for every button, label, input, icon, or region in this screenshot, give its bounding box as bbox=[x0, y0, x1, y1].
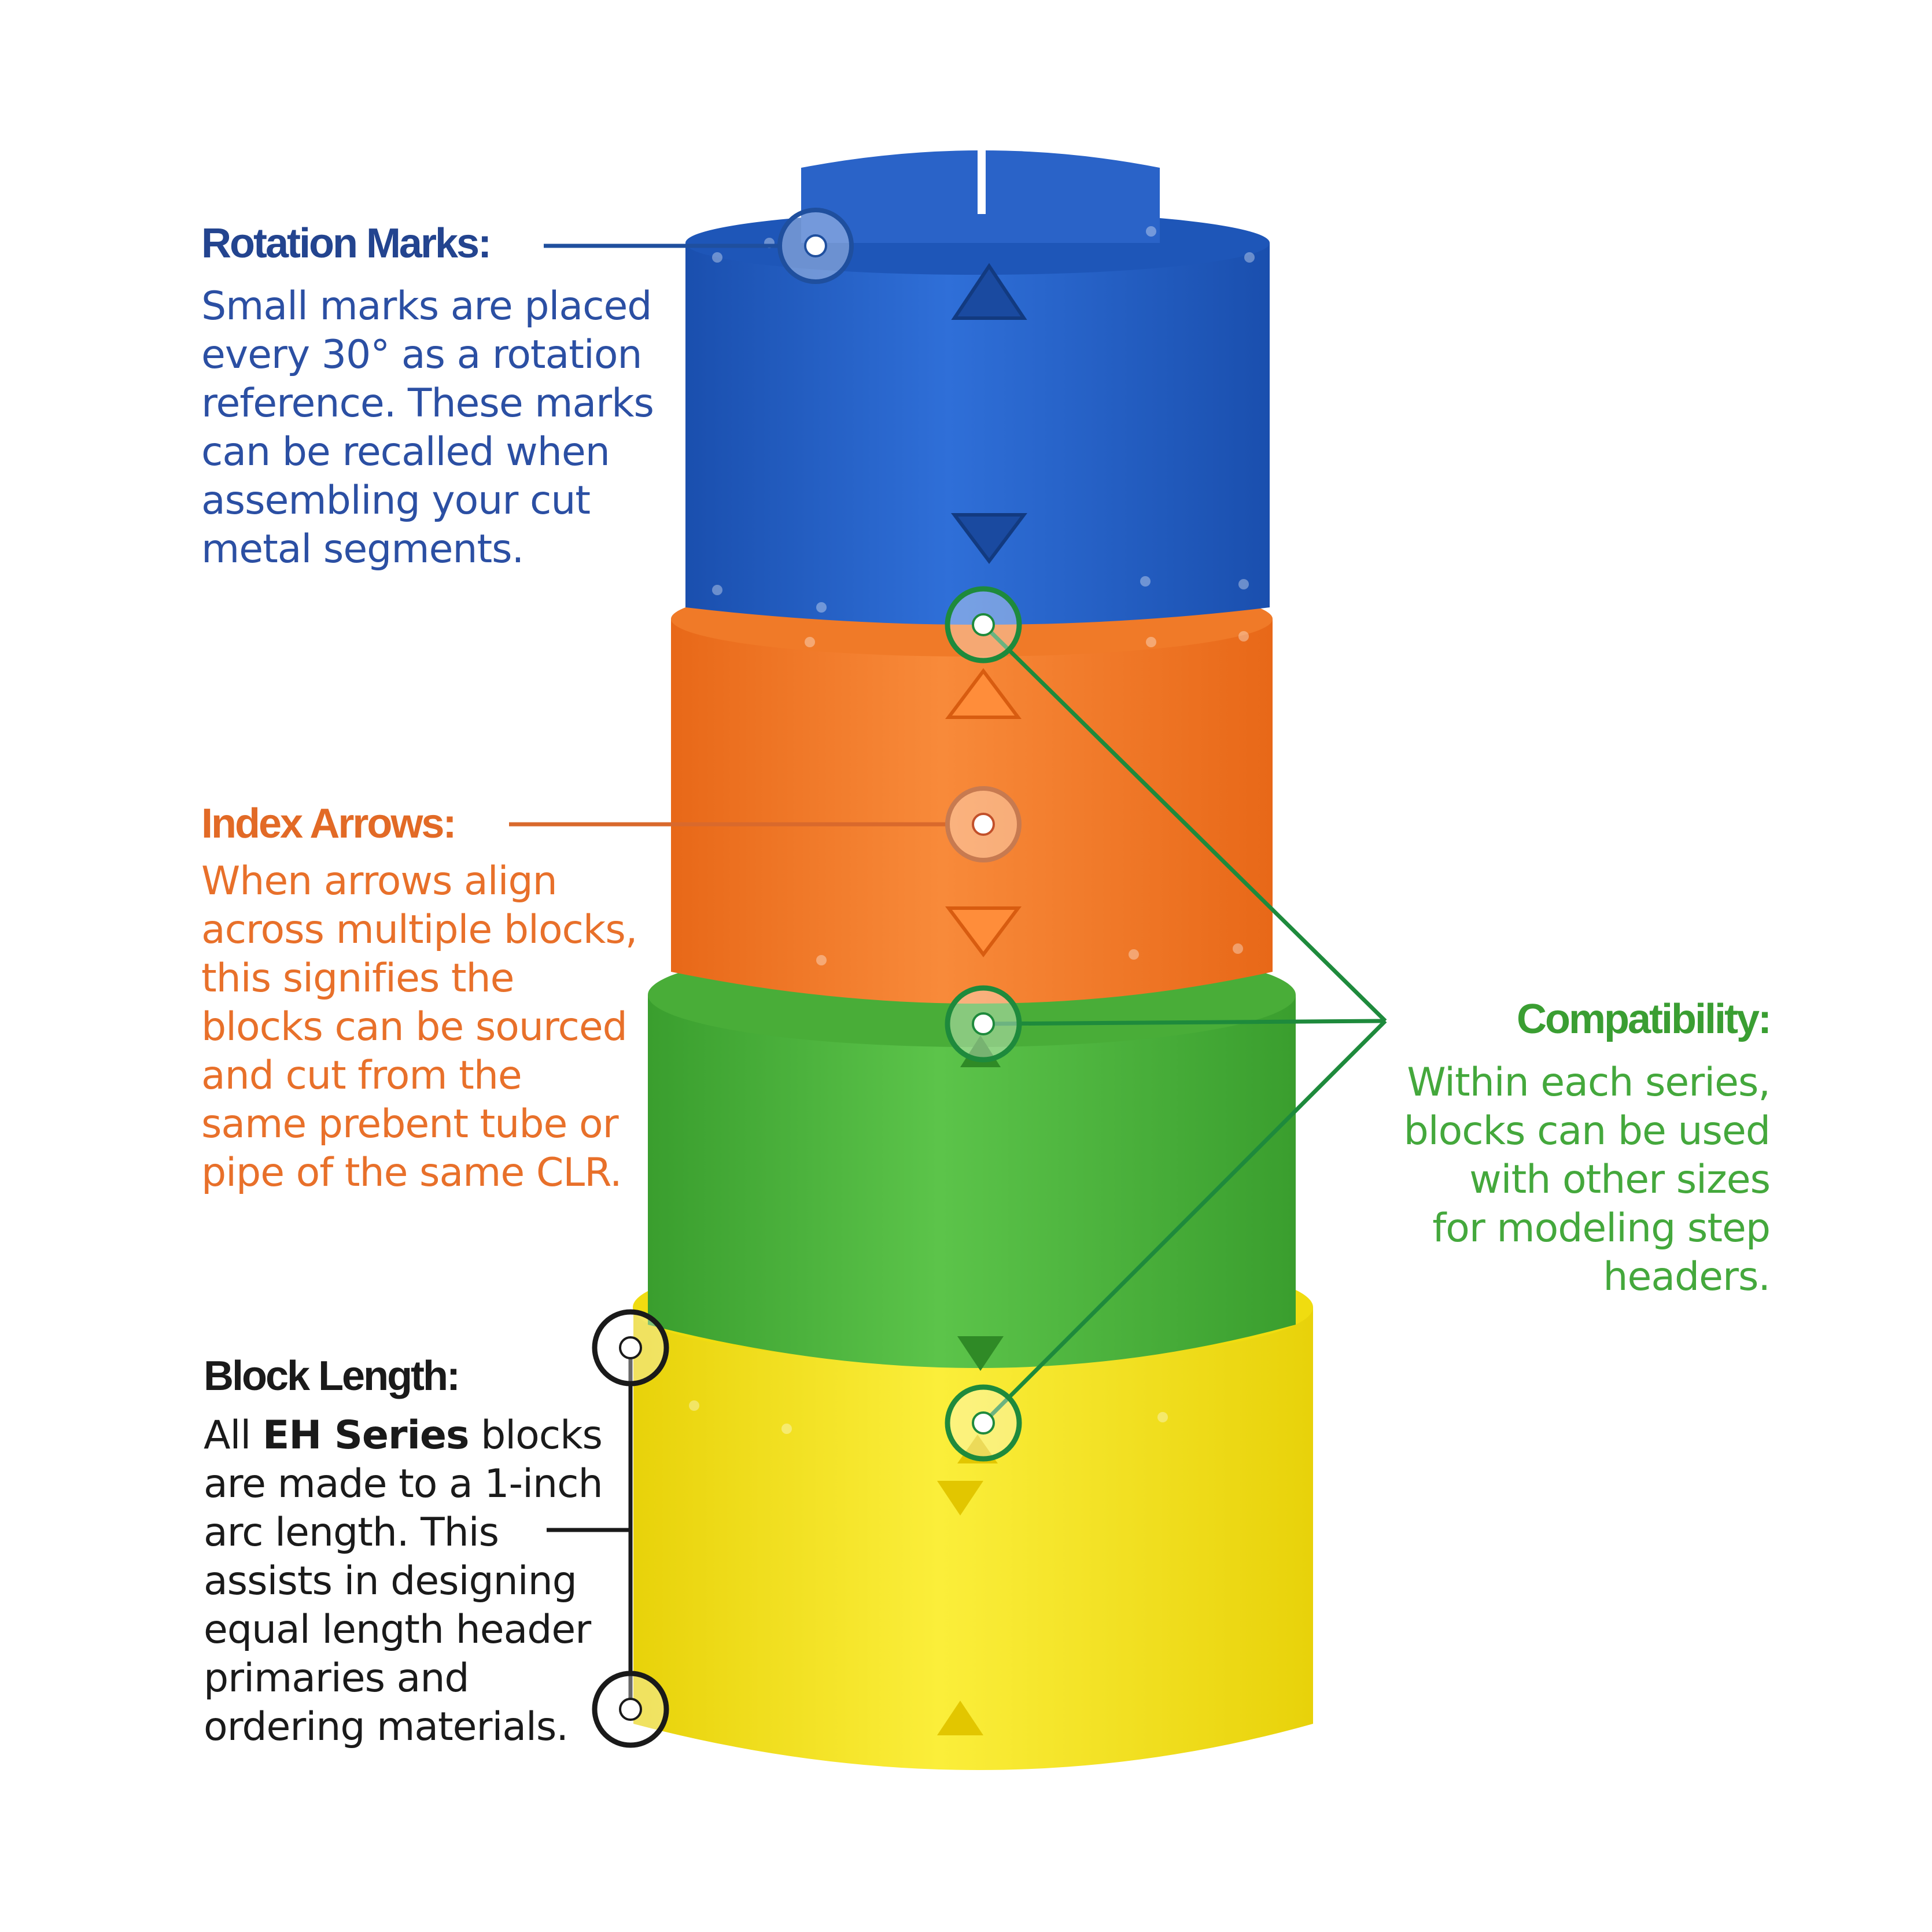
rotation-line-5: assembling your cut bbox=[201, 478, 591, 523]
rotation-line-6: metal segments. bbox=[201, 526, 524, 572]
compatibility-text: Within each series, blocks can be used w… bbox=[1403, 1059, 1771, 1301]
index-line-3: this signifies the bbox=[201, 956, 514, 1001]
rotation-line-2: every 30° as a rotation bbox=[201, 332, 643, 378]
index-line-2: across multiple blocks, bbox=[201, 907, 637, 953]
index-line-6: same prebent tube or bbox=[201, 1101, 619, 1147]
rotation-marks-heading: Rotation Marks: bbox=[201, 220, 492, 267]
block-length-line-2: are made to a 1-inch bbox=[204, 1461, 603, 1507]
index-line-4: blocks can be sourced bbox=[201, 1004, 628, 1050]
callout-rings bbox=[592, 208, 1022, 1748]
compat-line-4: for modeling step bbox=[1432, 1205, 1771, 1251]
rotation-marks-text: Small marks are placed every 30° as a ro… bbox=[201, 282, 654, 574]
compatibility-heading: Compatibility: bbox=[1517, 996, 1772, 1042]
compat-callout-line-bottom bbox=[982, 1019, 1387, 1425]
callout-lines bbox=[509, 244, 1387, 1706]
block-length-heading: Block Length: bbox=[204, 1353, 460, 1399]
index-line-1: When arrows align bbox=[201, 858, 558, 904]
block-length-line-1: All EH Series blocks bbox=[204, 1411, 603, 1460]
rotation-line-4: can be recalled when bbox=[201, 429, 610, 475]
eh-series-bold: EH Series bbox=[262, 1413, 470, 1458]
index-line-5: and cut from the bbox=[201, 1053, 522, 1098]
compat-callout-line-top bbox=[982, 623, 1387, 1023]
blue-block bbox=[685, 145, 1270, 625]
index-arrows-heading: Index Arrows: bbox=[201, 801, 456, 847]
index-arrows-text: When arrows align across multiple blocks… bbox=[201, 857, 637, 1197]
rotation-mark-dots bbox=[689, 226, 1255, 1434]
block-length-line-5: equal length header bbox=[204, 1607, 591, 1653]
rotation-line-1: Small marks are placed bbox=[201, 283, 652, 329]
compat-line-5: headers. bbox=[1603, 1254, 1771, 1300]
block-length-line-1-post: blocks bbox=[469, 1413, 603, 1458]
compat-line-3: with other sizes bbox=[1469, 1157, 1771, 1203]
index-line-7: pipe of the same CLR. bbox=[201, 1150, 622, 1196]
block-length-line-1-pre: All bbox=[204, 1413, 263, 1458]
block-length-line-6: primaries and bbox=[204, 1656, 470, 1701]
block-length-line-4: assists in designing bbox=[204, 1558, 577, 1604]
block-length-text: All EH Series blocks are made to a 1-inc… bbox=[204, 1411, 603, 1752]
block-length-line-3: arc length. This bbox=[204, 1510, 499, 1555]
compat-line-2: blocks can be used bbox=[1403, 1108, 1771, 1154]
rotation-line-3: reference. These marks bbox=[201, 381, 654, 426]
block-length-line-7: ordering materials. bbox=[204, 1704, 569, 1750]
compat-callout-line-mid bbox=[983, 1019, 1386, 1026]
compat-line-1: Within each series, bbox=[1407, 1060, 1771, 1105]
